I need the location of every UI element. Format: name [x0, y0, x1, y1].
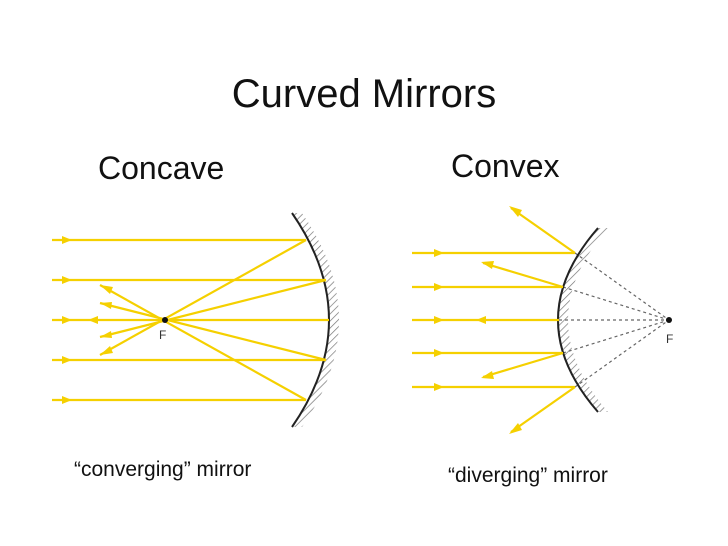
- convex-caption: “diverging” mirror: [448, 464, 608, 487]
- concave-diagram: F: [52, 212, 339, 428]
- convex-arrow-in-2: [434, 283, 444, 291]
- convex-virtual-ray-2: [562, 286, 670, 321]
- convex-mirror-hatching: [558, 228, 608, 412]
- page-title: Curved Mirrors: [231, 72, 497, 116]
- convex-arrow-out-4: [481, 371, 494, 379]
- convex-arrow-in-5: [434, 383, 444, 391]
- convex-virtual-ray-5: [574, 319, 670, 388]
- convex-reflected-ray-2: [482, 261, 564, 289]
- concave-reflected-ray-2: [99, 278, 327, 339]
- concave-arrow-out-4: [100, 302, 112, 309]
- convex-arrow-out-2: [481, 261, 494, 269]
- convex-virtual-ray-4: [562, 319, 670, 354]
- convex-heading: Convex: [451, 148, 560, 184]
- concave-arrow-in-5: [62, 396, 72, 404]
- convex-virtual-rays: [559, 252, 670, 388]
- concave-focal-label: F: [159, 328, 166, 342]
- concave-arrow-out-1: [100, 346, 113, 355]
- concave-arrow-in-2: [62, 276, 72, 284]
- concave-mirror-hatching: [292, 213, 339, 427]
- concave-reflected-ray-1: [99, 239, 307, 356]
- concave-rays: [52, 238, 329, 402]
- convex-diagram: F: [412, 206, 673, 434]
- concave-arrow-in-3: [62, 316, 72, 324]
- concave-arrow-in-1: [62, 236, 72, 244]
- convex-arrow-out-5: [509, 423, 522, 434]
- convex-reflected-ray-5: [510, 386, 576, 433]
- convex-focal-label: F: [666, 332, 673, 346]
- convex-reflected-ray-1: [510, 207, 576, 254]
- concave-reflected-ray-4: [99, 301, 327, 362]
- concave-heading: Concave: [98, 150, 225, 186]
- concave-arrow-in-4: [62, 356, 72, 364]
- concave-arrow-out-5: [100, 285, 113, 294]
- convex-virtual-ray-1: [574, 252, 670, 321]
- convex-arrow-in-3: [434, 316, 444, 324]
- convex-arrow-in-4: [434, 349, 444, 357]
- convex-focal-point: [666, 317, 672, 323]
- convex-arrowheads: [434, 206, 522, 434]
- convex-arrow-out-1: [509, 206, 522, 217]
- convex-arrow-out-3: [476, 316, 486, 324]
- concave-arrow-out-3: [88, 316, 98, 324]
- concave-arrow-out-2: [100, 331, 112, 338]
- convex-reflected-ray-4: [482, 351, 564, 379]
- concave-reflected-ray-5: [99, 284, 307, 401]
- concave-caption: “converging” mirror: [74, 458, 252, 481]
- concave-focal-point: [162, 317, 168, 323]
- concave-arrowheads: [62, 236, 113, 404]
- convex-arrow-in-1: [434, 249, 444, 257]
